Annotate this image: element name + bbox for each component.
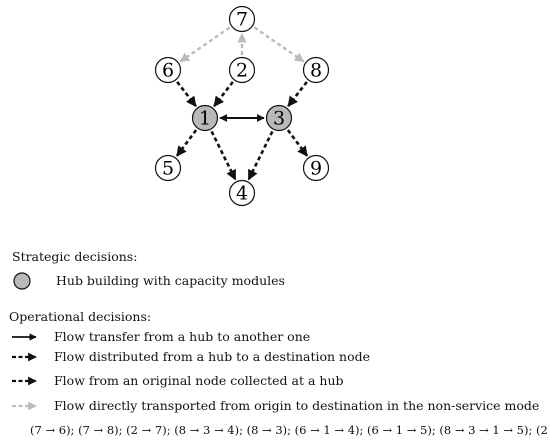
operational-decisions-title: Operational decisions:	[9, 309, 151, 324]
node-label-2: 2	[236, 60, 248, 82]
node-label-1: 1	[199, 108, 211, 130]
node-9: 9	[302, 154, 330, 182]
node-5: 5	[154, 154, 182, 182]
node-label-6: 6	[162, 60, 174, 82]
routes-list: (7 → 6); (7 → 8); (2 → 7); (8 → 3 → 4); …	[30, 423, 550, 437]
node-2: 2	[228, 56, 256, 84]
node-3: 3	[265, 104, 293, 132]
edge-8-3	[287, 81, 308, 107]
node-4: 4	[228, 179, 256, 207]
node-circle-2	[228, 56, 256, 84]
node-circle-5	[154, 154, 182, 182]
legend: Strategic decisions: Hub building with c…	[9, 249, 550, 437]
node-label-4: 4	[236, 183, 248, 205]
node-circle-8	[302, 56, 330, 84]
node-circle-4	[228, 179, 256, 207]
edge-1-4	[210, 130, 237, 181]
node-label-9: 9	[310, 158, 322, 180]
node-circle-9	[302, 154, 330, 182]
node-label-8: 8	[310, 60, 322, 82]
strategic-decisions-title: Strategic decisions:	[12, 249, 137, 264]
node-circle-1	[191, 104, 219, 132]
node-label-7: 7	[236, 9, 248, 31]
node-6: 6	[154, 56, 182, 84]
edges	[175, 26, 309, 181]
nodes: 7 6 2 8 1 3 5 4 9	[154, 5, 330, 207]
node-label-3: 3	[273, 108, 285, 130]
edge-7-8	[253, 26, 305, 63]
edge-3-4	[247, 130, 274, 181]
node-label-5: 5	[162, 158, 174, 180]
legend-item-hub-transfer: Flow transfer from a hub to another one	[54, 329, 310, 344]
node-circle-6	[154, 56, 182, 84]
legend-item-collected: Flow from an original node collected at …	[54, 373, 344, 388]
legend-item-distributed: Flow distributed from a hub to a destina…	[54, 349, 370, 364]
node-1: 1	[191, 104, 219, 132]
edge-1-5	[175, 129, 198, 157]
hub-legend-symbol	[13, 272, 31, 290]
node-circle-7	[228, 5, 256, 33]
node-7: 7	[228, 5, 256, 33]
edge-2-1	[213, 81, 234, 107]
edge-7-6	[179, 26, 231, 63]
edge-3-9	[286, 129, 309, 157]
hub-legend-label: Hub building with capacity modules	[56, 273, 285, 288]
edge-6-1	[176, 81, 197, 107]
node-circle-3	[265, 104, 293, 132]
legend-item-nonservice: Flow directly transported from origin to…	[54, 398, 539, 413]
node-8: 8	[302, 56, 330, 84]
